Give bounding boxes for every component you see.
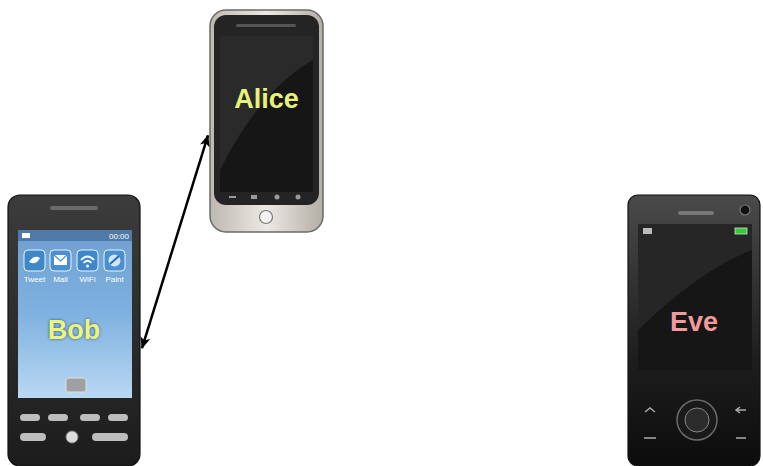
alice-phone	[210, 10, 323, 232]
app-label: Tweet	[24, 275, 45, 284]
app-icons	[24, 250, 125, 271]
phone-name: Eve	[670, 306, 718, 338]
bob-phone	[8, 195, 140, 466]
link-arrow	[142, 135, 208, 348]
app-label: Mail	[53, 275, 68, 284]
app-label: Paint	[105, 275, 123, 284]
eve-phone	[628, 195, 760, 466]
phone-name: Bob	[48, 314, 100, 346]
app-label: WiFi	[80, 275, 96, 284]
status-clock: 00:00	[109, 232, 129, 241]
phone-node: Alice	[210, 10, 323, 232]
phone-name: Alice	[234, 83, 299, 115]
phone-node: Eve	[628, 195, 760, 466]
